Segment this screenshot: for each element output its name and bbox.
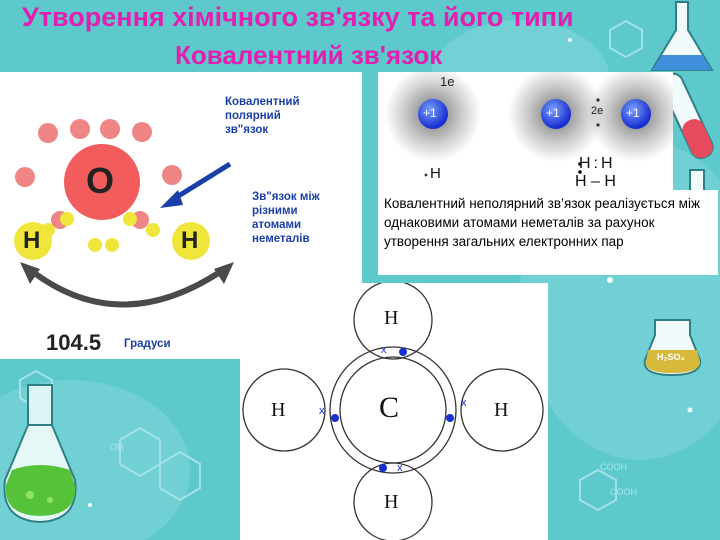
methane-diagram-panel: C H H H H x x x x bbox=[240, 280, 548, 540]
angle-value: 104.5 bbox=[46, 330, 102, 355]
hydrogen-right-label: H bbox=[181, 227, 199, 254]
oxygen-atom bbox=[64, 144, 140, 220]
pair-dots-formula: H:H bbox=[579, 155, 616, 172]
carbon-label: C bbox=[379, 391, 400, 424]
polar-bond-label: Ковалентний полярний зв"язок bbox=[225, 96, 300, 136]
hydrogen-top-label: H bbox=[384, 307, 399, 329]
hydrogen-diagram-panel: 1e +1 +1 +1 2e H H:H H – H bbox=[378, 66, 684, 192]
pair-line-formula: H – H bbox=[575, 173, 616, 190]
hydrogen-left-label: H bbox=[23, 227, 41, 254]
hydrogen-atom-right bbox=[172, 222, 210, 260]
svg-text:COOH: COOH bbox=[600, 462, 627, 472]
electron-mark-right: x bbox=[461, 397, 467, 409]
electron-label: 1e bbox=[440, 74, 455, 89]
hydrogen-right-label-ch4: H bbox=[494, 399, 509, 421]
angle-unit: Градуси bbox=[124, 338, 171, 350]
proton-left: +1 bbox=[423, 106, 437, 120]
slide-title: Утворення хімічного зв'язку та його типи bbox=[22, 2, 574, 32]
water-molecule-graphic bbox=[14, 119, 234, 308]
description-panel bbox=[378, 190, 718, 275]
description-text: Ковалентний неполярний зв’язок реалізуєт… bbox=[384, 196, 700, 249]
between-atoms-label: Зв"язок між різними атомами неметалів bbox=[252, 191, 320, 245]
electron-pair-label: 2e bbox=[591, 105, 604, 117]
oxygen-label: O bbox=[86, 160, 115, 201]
single-atom-label: H bbox=[430, 165, 441, 182]
svg-text:COOH: COOH bbox=[610, 487, 637, 497]
slide-subtitle: Ковалентний зв'язок bbox=[175, 40, 443, 70]
electron-mark-left: x bbox=[319, 405, 325, 417]
svg-text:OH: OH bbox=[110, 442, 124, 452]
electron-mark-bottom: x bbox=[397, 462, 403, 474]
electron-mark-top: x bbox=[381, 344, 387, 356]
proton-middle: +1 bbox=[546, 106, 560, 120]
proton-right: +1 bbox=[626, 106, 640, 120]
methane-graphic bbox=[242, 280, 544, 540]
hydrogen-molecule-graphic bbox=[385, 66, 684, 177]
hydrogen-atom-left bbox=[14, 222, 52, 260]
hydrogen-bottom-label: H bbox=[384, 491, 399, 513]
flask-formula-label: H₂SO₄ bbox=[657, 352, 685, 362]
hydrogen-left-label-ch4: H bbox=[271, 399, 286, 421]
